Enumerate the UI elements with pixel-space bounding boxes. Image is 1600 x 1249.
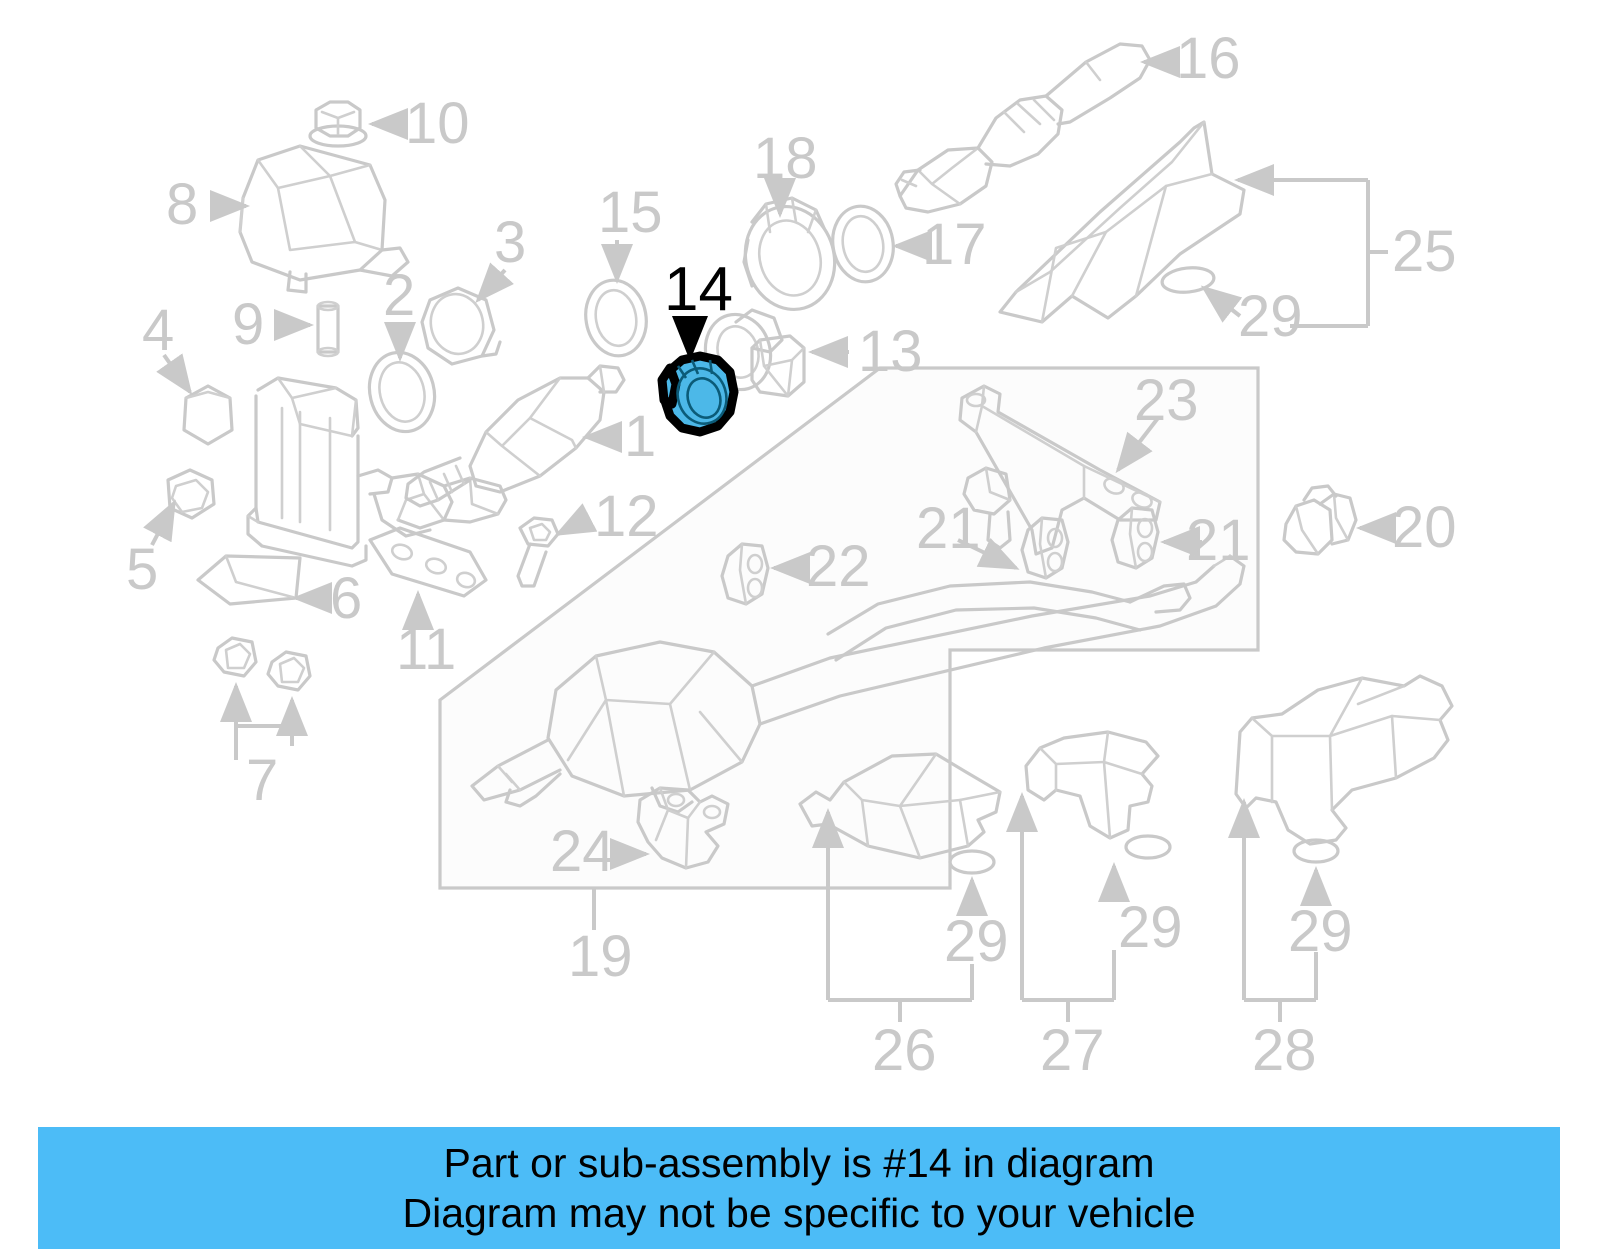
callout-label-19: 19	[568, 924, 633, 989]
part-group-29-grommet-28	[1292, 838, 1340, 864]
part-group-20-insulator-mount	[1282, 484, 1358, 556]
callout-label-29-27: 29	[1118, 895, 1183, 960]
part-group-5-hex-nut	[166, 468, 216, 520]
part-group-21-rubber-hanger-left	[1020, 516, 1070, 580]
part-group-21-rubber-hanger-right	[1110, 506, 1160, 570]
part-group-10-flange-nut	[308, 100, 368, 148]
info-banner: Part or sub-assembly is #14 in diagram D…	[38, 1127, 1560, 1249]
part-group-4-bracket-plate	[182, 384, 234, 446]
callout-label-10: 10	[405, 91, 470, 156]
part-group-16-oxygen-sensor	[894, 42, 1152, 214]
callout-label-23: 23	[1134, 368, 1199, 433]
part-group-7-nuts-pair	[212, 636, 312, 692]
callout-label-9: 9	[232, 292, 264, 357]
leader-3	[475, 262, 514, 303]
callout-label-25: 25	[1392, 219, 1457, 284]
callout-label-21-left: 21	[916, 496, 981, 561]
callout-label-8: 8	[166, 172, 198, 237]
callout-label-26: 26	[872, 1018, 937, 1083]
part-group-27-heat-shield	[1024, 730, 1160, 840]
banner-line-2: Diagram may not be specific to your vehi…	[402, 1190, 1196, 1236]
callout-label-29-26: 29	[944, 909, 1009, 974]
leader-27	[1006, 792, 1130, 1022]
leader-5	[143, 499, 176, 546]
callout-label-5: 5	[126, 537, 158, 602]
callout-label-2: 2	[383, 263, 415, 328]
part-group-23-support-bracket	[958, 384, 1162, 556]
callout-label-6: 6	[330, 566, 362, 631]
callout-label-27: 27	[1040, 1018, 1105, 1083]
leader-23	[1115, 416, 1160, 474]
part-group-2-gasket-ring	[367, 350, 437, 434]
leader-28	[1228, 798, 1332, 1022]
callout-label-13: 13	[858, 319, 923, 384]
callout-label-4: 4	[142, 298, 174, 363]
leader-7	[220, 682, 308, 760]
part-group-25-heat-shield-front	[998, 120, 1246, 324]
callout-label-29-28: 29	[1288, 899, 1353, 964]
part-group-28-heat-shield	[1234, 674, 1454, 846]
leader-26	[812, 808, 988, 1022]
part-group-3-flange-seal	[420, 286, 502, 366]
callout-label-18: 18	[753, 126, 818, 191]
callout-label-24: 24	[550, 819, 615, 884]
part-group-9-dowel-pin	[316, 300, 340, 358]
part-group-19-muffler-body	[470, 554, 1246, 814]
callout-label-14: 14	[664, 255, 733, 324]
part-group-29-grommet-27	[1124, 834, 1172, 860]
callout-label-16: 16	[1176, 26, 1241, 91]
callout-label-28: 28	[1252, 1018, 1317, 1083]
leader-29-top	[1200, 285, 1243, 323]
part-group-26-heat-shield	[798, 752, 1002, 860]
highlighted-part-14	[657, 351, 739, 437]
callout-label-21-right: 21	[1186, 508, 1251, 573]
leader-25	[1234, 164, 1388, 328]
part-group-24-hanger-bracket	[636, 786, 730, 870]
callout-label-1: 1	[624, 404, 656, 469]
part-group-18-flange-collar	[742, 196, 837, 312]
part-group-15-seal-ring	[584, 278, 648, 358]
part-group-6-heat-shield-plate	[196, 554, 302, 606]
callout-label-20: 20	[1392, 495, 1457, 560]
callout-label-7: 7	[246, 748, 278, 813]
callout-label-11: 11	[396, 617, 456, 682]
part-group-22-rubber-hanger	[720, 542, 770, 606]
callout-label-3: 3	[494, 210, 526, 275]
part-group-8-converter-cover	[238, 144, 410, 294]
callout-label-12: 12	[594, 484, 659, 549]
part-group-12-bolt	[516, 516, 560, 588]
callout-label-17: 17	[922, 212, 987, 277]
callout-label-22: 22	[806, 534, 871, 599]
part-group-29-grommet-26	[948, 849, 996, 875]
part-group-11-manifold-flange	[246, 376, 508, 598]
leader-21-left	[957, 537, 1020, 570]
part-group-17-gasket-ring	[831, 204, 895, 284]
leader-4	[156, 353, 193, 396]
part-group-29-grommet-top	[1160, 266, 1216, 294]
banner-line-1: Part or sub-assembly is #14 in diagram	[443, 1139, 1155, 1186]
part-group-19-rear-muffler-assembly	[438, 366, 1260, 890]
callout-label-29-top: 29	[1238, 284, 1303, 349]
callout-label-15: 15	[598, 180, 663, 245]
leader-12	[554, 503, 598, 536]
part-group-1-front-exhaust-pipe	[404, 364, 626, 508]
